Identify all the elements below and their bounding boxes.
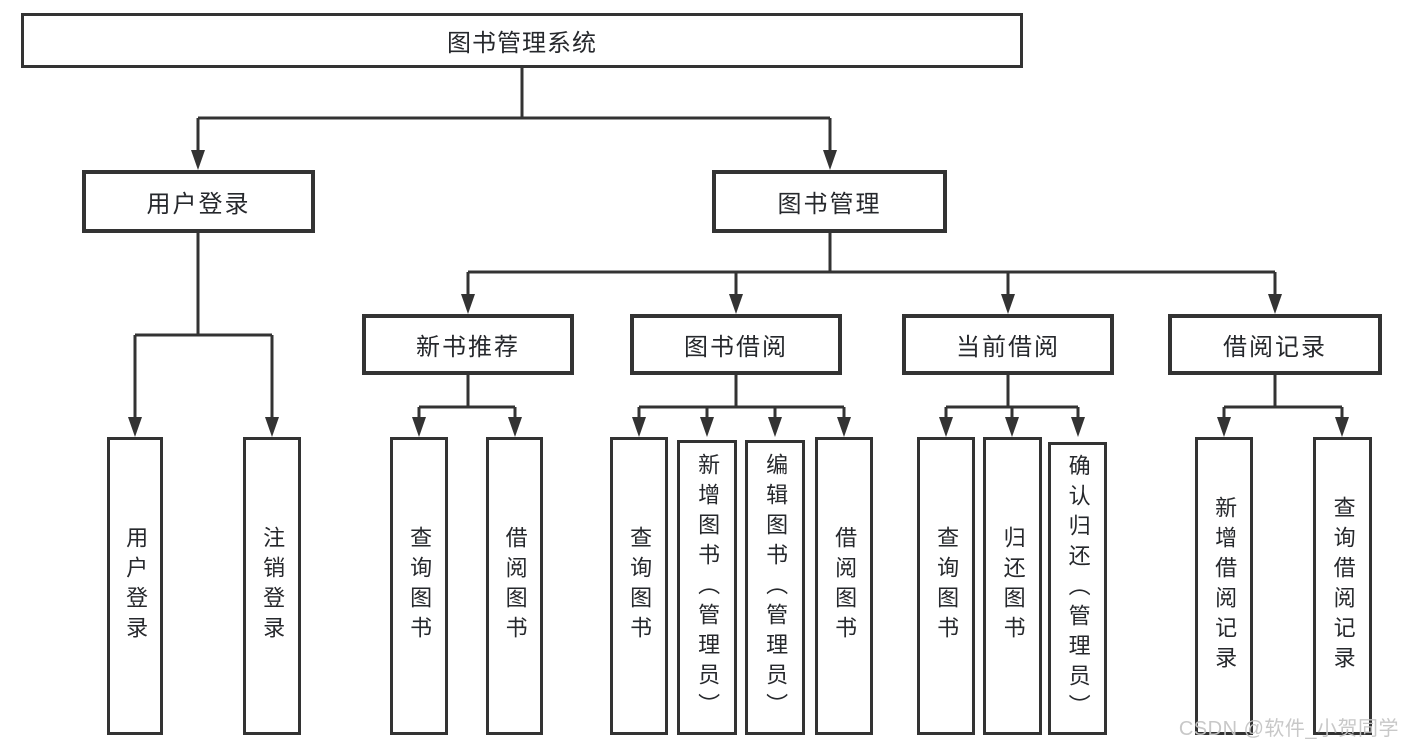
node-book-borrowing: 图书借阅 [630, 314, 842, 375]
node-label: 借阅图书 [502, 526, 528, 646]
node-label: 查询图书 [407, 526, 433, 646]
node-borrowing-records: 借阅记录 [1168, 314, 1382, 375]
node-library-management-system: 图书管理系统 [21, 13, 1023, 68]
node-book-management: 图书管理 [712, 170, 947, 233]
node-label: 查询借阅记录 [1330, 496, 1356, 676]
node-label: 借阅记录 [1223, 334, 1327, 361]
node-label: 归还图书 [1000, 526, 1026, 646]
node-label: 图书借阅 [684, 334, 788, 361]
node-label: 图书管理系统 [447, 30, 597, 57]
node-label: 查询图书 [627, 526, 653, 646]
leaf-confirm-return-admin: 确认归还（管理员） [1048, 442, 1107, 735]
node-label: 新书推荐 [416, 334, 520, 361]
node-label: 编辑图书（管理员） [763, 452, 789, 723]
leaf-query-books-recommend: 查询图书 [390, 437, 448, 735]
leaf-add-borrow-record: 新增借阅记录 [1195, 437, 1253, 735]
node-label: 借阅图书 [832, 526, 858, 646]
node-label: 用户登录 [123, 526, 149, 646]
node-label: 用户登录 [146, 191, 251, 218]
node-label: 确认归还（管理员） [1065, 453, 1091, 724]
leaf-query-books-current: 查询图书 [917, 437, 975, 735]
node-new-book-recommendation: 新书推荐 [362, 314, 574, 375]
node-label: 注销登录 [260, 526, 286, 646]
node-label: 查询图书 [934, 526, 960, 646]
node-user-login: 用户登录 [82, 170, 315, 233]
node-current-borrowing: 当前借阅 [902, 314, 1114, 375]
node-label: 新增图书（管理员） [695, 452, 721, 723]
node-label: 当前借阅 [956, 334, 1060, 361]
csdn-watermark: CSDN @软件_小贺同学 [1178, 718, 1399, 740]
leaf-edit-book-admin: 编辑图书（管理员） [745, 440, 805, 735]
node-label: 图书管理 [777, 191, 882, 218]
leaf-query-borrow-record: 查询借阅记录 [1313, 437, 1372, 735]
leaf-logout: 注销登录 [243, 437, 301, 735]
leaf-user-login: 用户登录 [107, 437, 163, 735]
leaf-query-books-borrowing: 查询图书 [610, 437, 668, 735]
leaf-borrow-books-recommend: 借阅图书 [486, 437, 543, 735]
node-label: 新增借阅记录 [1212, 496, 1238, 676]
leaf-return-books: 归还图书 [983, 437, 1042, 735]
leaf-borrow-books-borrowing: 借阅图书 [815, 437, 873, 735]
leaf-add-book-admin: 新增图书（管理员） [677, 440, 737, 735]
